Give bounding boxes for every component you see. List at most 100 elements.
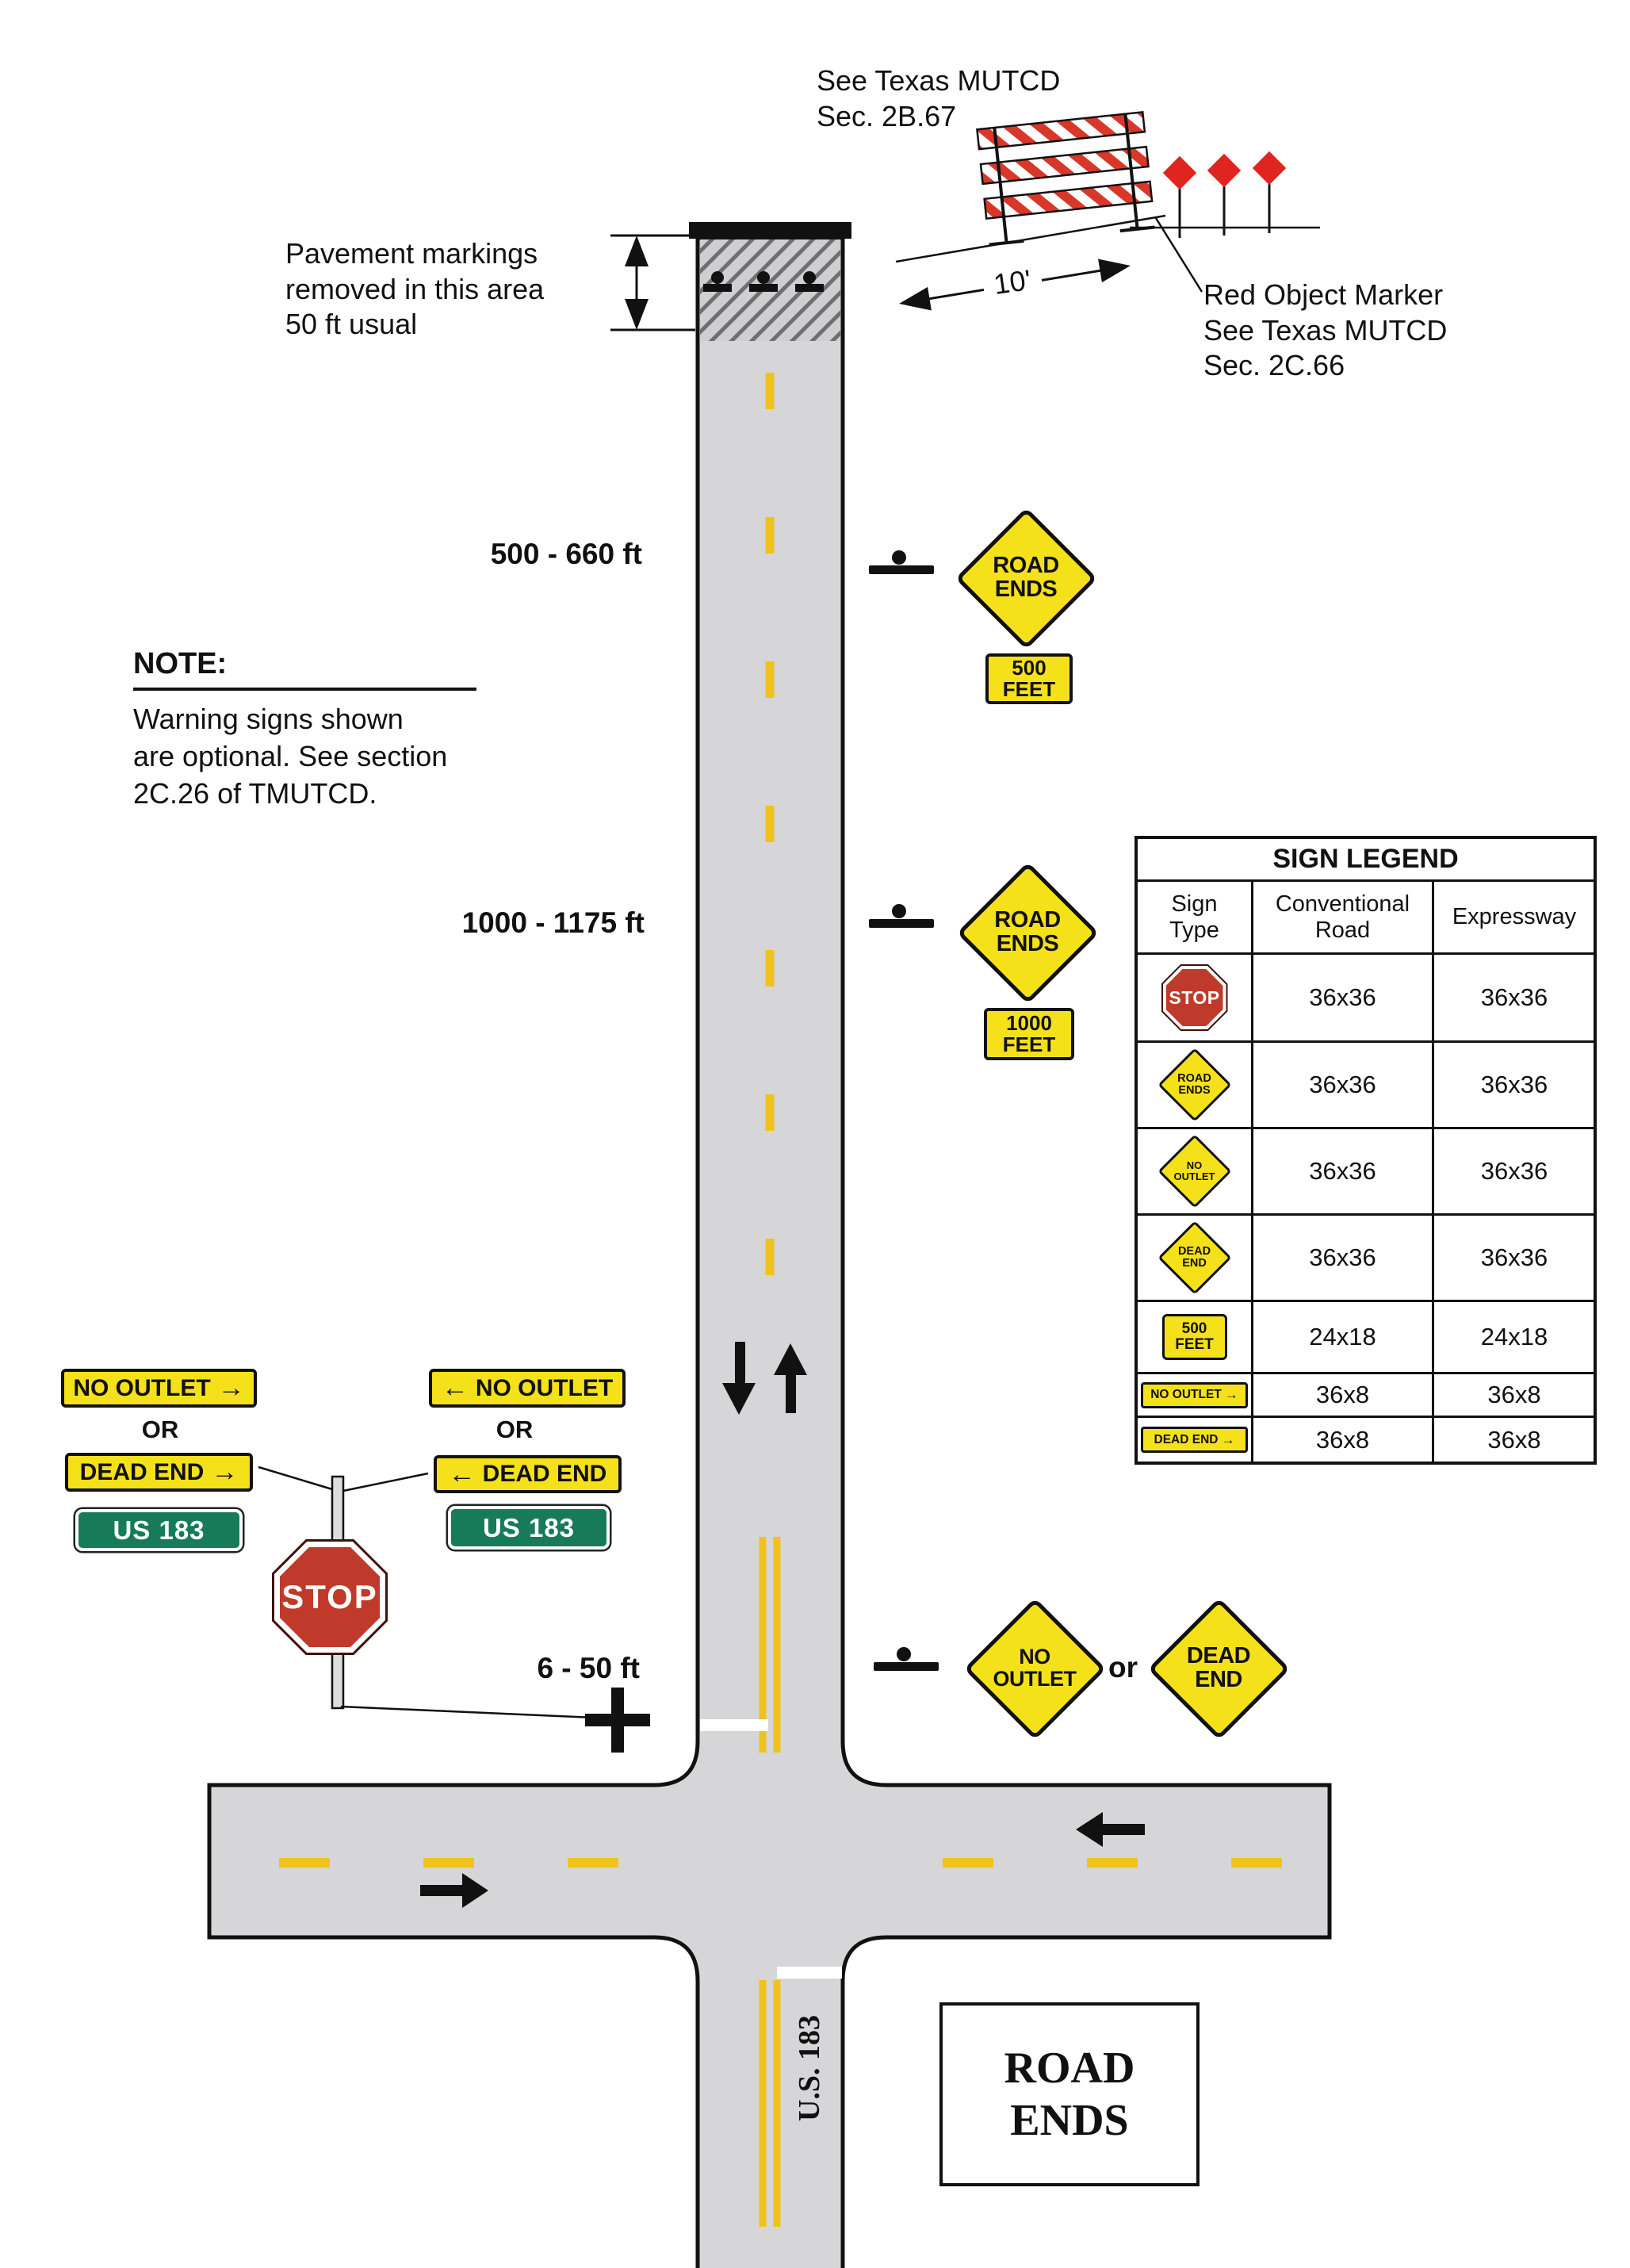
legend-col-expressway: Expressway: [1434, 882, 1594, 955]
red-object-markers: [1162, 151, 1287, 238]
road-ends-box: ROAD ENDS: [939, 2002, 1200, 2186]
no-outlet-sign: NO OUTLET: [963, 1597, 1106, 1740]
legend-500-feet-plaque: 500 FEET: [1161, 1314, 1227, 1360]
road-ends-sign-500: ROAD ENDS: [955, 507, 1097, 649]
legend-value: 24x18: [1253, 1302, 1434, 1374]
legend-dead-end-sign: DEAD END: [1157, 1220, 1233, 1296]
dead-end-sign: DEAD END: [1147, 1597, 1290, 1740]
feet-500-plaque: 500 FEET: [985, 653, 1073, 704]
plaque-text: DEAD END: [482, 1461, 607, 1487]
legend-stop-sign: STOP: [1161, 964, 1228, 1031]
pavement-markings: [279, 373, 1300, 2227]
red-diamond-icon: [1207, 153, 1242, 188]
plaque-text: NO OUTLET: [73, 1374, 211, 1401]
legend-value: 36x36: [1253, 1129, 1434, 1216]
dead-end-right-plaque: DEAD END →: [65, 1453, 253, 1492]
barricade-elevation: [895, 110, 1320, 311]
pavement-markings-note: Pavement markings removed in this area 5…: [285, 237, 545, 341]
note-block: NOTE:: [133, 647, 476, 691]
distance-1000-1175: 1000 - 1175 ft: [461, 906, 645, 939]
legend-value: 36x36: [1434, 1129, 1594, 1216]
legend-sign-cell: ROAD ENDS: [1138, 1043, 1253, 1129]
legend-sign-cell: DEAD END →: [1138, 1418, 1253, 1462]
plaque-text: NO OUTLET: [475, 1374, 614, 1401]
or-text-a: OR: [141, 1416, 179, 1443]
stop-bar-lower: [777, 1967, 842, 1979]
legend-sign-cell: NO OUTLET →: [1138, 1374, 1253, 1418]
legend-col-sign-type: Sign Type: [1138, 882, 1253, 955]
westbound-arrow: [1076, 1812, 1145, 1847]
legend-no-outlet-sign: NO OUTLET: [1157, 1133, 1233, 1209]
left-arrow-icon: ←: [448, 1458, 476, 1489]
no-outlet-left-plaque: ← NO OUTLET: [429, 1369, 626, 1408]
legend-dead-end-plaque: DEAD END →: [1141, 1427, 1248, 1453]
texas-mutcd-note: See Texas MUTCD Sec. 2B.67: [817, 64, 1061, 132]
right-arrow-icon: →: [1224, 1387, 1238, 1402]
sign-post-symbol-1000: [869, 904, 934, 928]
legend-value: 36x8: [1434, 1374, 1594, 1418]
legend-road-ends-sign: ROAD ENDS: [1157, 1047, 1233, 1123]
road-ends-sign-1000: ROAD ENDS: [956, 861, 1099, 1004]
or-text-b: OR: [496, 1416, 534, 1443]
red-object-marker-note: Red Object Marker See Texas MUTCD Sec. 2…: [1203, 278, 1448, 382]
note-body: Warning signs shown are optional. See se…: [133, 703, 448, 810]
double-yellow-lower: [759, 1980, 781, 2227]
no-outlet-right-plaque: NO OUTLET →: [61, 1369, 257, 1408]
traffic-arrows: [420, 1342, 1145, 1908]
legend-value: 36x8: [1487, 1425, 1541, 1454]
pavement-extent-dimension: [610, 234, 695, 331]
right-arrow-icon: →: [217, 1373, 245, 1403]
stop-label: STOP: [281, 1578, 378, 1615]
eastbound-arrow: [420, 1873, 488, 1908]
legend-no-outlet-plaque: NO OUTLET →: [1141, 1381, 1248, 1408]
legend-value: 36x36: [1253, 955, 1434, 1043]
stop-bar-upper: [700, 1719, 768, 1731]
red-diamond-icon: [1252, 151, 1287, 186]
plaque-text: DEAD END: [79, 1458, 205, 1485]
dead-end-left-plaque: ← DEAD END: [434, 1455, 622, 1493]
right-arrow-icon: →: [211, 1457, 239, 1487]
sign-legend: SIGN LEGEND Sign Type Conventional Road …: [1134, 836, 1597, 1465]
legend-value: 36x8: [1253, 1374, 1434, 1418]
left-arrow-icon: ←: [441, 1373, 469, 1403]
road-ends-label: ROAD ENDS: [994, 907, 1061, 956]
northbound-arrow: [774, 1343, 807, 1413]
barricade-plan-symbols: [703, 271, 824, 292]
legend-value: 36x36: [1434, 1216, 1594, 1302]
legend-sign-cell: 500 FEET: [1138, 1302, 1253, 1374]
legend-value: 36x36: [1253, 1043, 1434, 1129]
ground-line-left: [895, 214, 1166, 263]
legend-sign-cell: NO OUTLET: [1138, 1129, 1253, 1216]
sign-location-symbols: [869, 550, 939, 1671]
road-ends-label: ROAD ENDS: [993, 553, 1059, 602]
or-text-lower: or: [1108, 1651, 1138, 1684]
leader-lines: [258, 217, 1203, 1719]
us-183-sign-a: US 183: [75, 1509, 243, 1551]
cross-reference-mark: [585, 1688, 650, 1753]
right-arrow-icon: →: [1221, 1431, 1235, 1447]
note-title: NOTE:: [133, 647, 476, 691]
legend-value: 24x18: [1434, 1302, 1594, 1374]
southbound-arrow: [722, 1342, 756, 1415]
legend-sign-cell: DEAD END: [1138, 1216, 1253, 1302]
red-diamond-icon: [1162, 155, 1197, 190]
no-outlet-label: NO OUTLET: [993, 1645, 1077, 1691]
stop-sign: STOP: [272, 1539, 388, 1655]
legend-col-conventional: Conventional Road: [1253, 882, 1434, 955]
distance-500-660: 500 - 660 ft: [490, 538, 642, 570]
legend-title: SIGN LEGEND: [1138, 839, 1594, 882]
legend-value: 36x36: [1434, 1043, 1594, 1129]
distance-6-50: 6 - 50 ft: [537, 1652, 640, 1684]
road-end-cap: [689, 222, 851, 239]
legend-value: 36x36: [1434, 955, 1594, 1043]
legend-grid: Sign Type Conventional Road Expressway S…: [1138, 882, 1594, 1462]
legend-value: 36x8: [1253, 1418, 1434, 1462]
us-183-sign-b: US 183: [448, 1506, 610, 1550]
sign-post-symbol-near: [874, 1647, 939, 1671]
legend-value: 36x36: [1253, 1216, 1434, 1302]
double-yellow-upper: [759, 1537, 781, 1753]
dead-end-label: DEAD END: [1186, 1643, 1251, 1692]
us-183-route-label: U.S. 183: [793, 2014, 826, 2122]
